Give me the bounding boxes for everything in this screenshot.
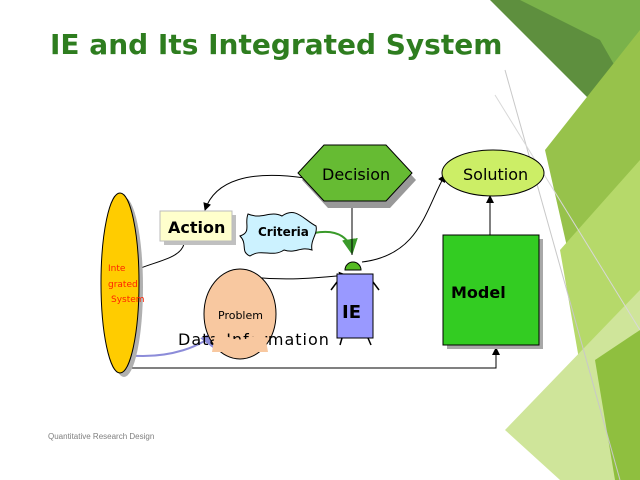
model-node <box>442 234 543 349</box>
ie-label: IE <box>342 302 361 323</box>
data-information-occluders <box>212 326 372 352</box>
integrated-system-line-1: Inte <box>108 264 126 274</box>
connectors <box>120 174 500 369</box>
problem-label: Problem <box>218 309 263 322</box>
model-label: Model <box>451 283 506 302</box>
action-label: Action <box>168 218 225 237</box>
criteria-label: Criteria <box>258 225 309 239</box>
integrated-system-line-2: grated <box>108 280 138 290</box>
slide-title: IE and Its Integrated System <box>50 28 503 61</box>
solution-node <box>441 149 545 197</box>
slide-footer: Quantitative Research Design <box>48 432 155 441</box>
decision-label: Decision <box>322 165 390 184</box>
decorative-background-shapes <box>490 0 640 480</box>
decision-node <box>297 144 416 208</box>
criteria-node <box>239 212 317 257</box>
action-node <box>159 210 236 245</box>
integrated-system-node <box>100 192 143 377</box>
solution-label: Solution <box>463 165 528 184</box>
integrated-system-line-3: System <box>111 295 145 305</box>
